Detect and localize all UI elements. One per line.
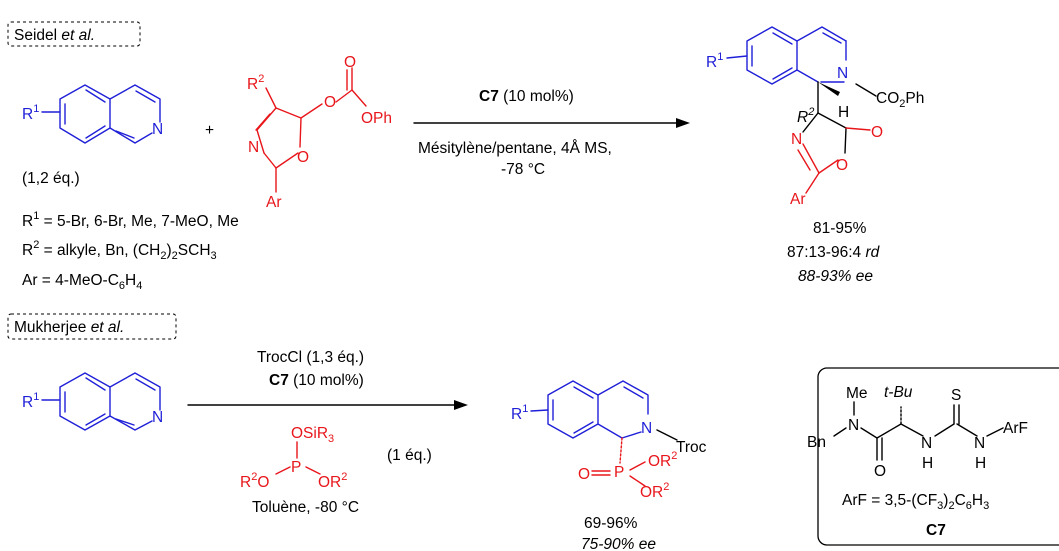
svg-text:O: O — [836, 157, 848, 174]
svg-text:Troc: Troc — [676, 439, 707, 456]
seidel-label: Seidel et al. — [7, 21, 141, 47]
svg-text:Bn: Bn — [807, 434, 826, 451]
svg-text:C7 (10 mol%): C7 (10 mol%) — [479, 88, 574, 105]
svg-text:ArF = 3,5-(CF3)2C6H3: ArF = 3,5-(CF3)2C6H3 — [842, 492, 989, 512]
phosphite-equiv: (1 éq.) — [387, 447, 432, 464]
svg-text:88-93% ee: 88-93% ee — [798, 268, 873, 285]
svg-text:Ar: Ar — [266, 194, 282, 211]
svg-text:OR2: OR2 — [648, 450, 677, 470]
product-top: N R1 CO2Ph H N O O Ar R2 — [706, 26, 924, 208]
mukherjee-label: Mukherjee et al. — [7, 313, 177, 340]
svg-text:S: S — [951, 387, 961, 404]
product-bottom: N R1 Troc P O OR2 OR2 — [511, 380, 707, 501]
svg-text:O: O — [578, 466, 590, 483]
svg-text:H: H — [922, 455, 933, 472]
svg-text:N: N — [921, 435, 932, 452]
svg-text:ArF: ArF — [1003, 420, 1028, 437]
bottom-yield: 69-96% — [584, 515, 638, 532]
svg-text:N: N — [837, 65, 848, 82]
svg-text:R1: R1 — [511, 403, 528, 423]
plus-sign: + — [205, 122, 214, 139]
svg-text:N: N — [791, 131, 802, 148]
svg-text:P: P — [291, 459, 301, 476]
svg-text:R2O: R2O — [240, 471, 269, 491]
catalyst-name: C7 — [926, 522, 946, 539]
svg-text:N: N — [848, 417, 859, 434]
svg-text:t-Bu: t-Bu — [884, 384, 913, 401]
isoquinoline-bottom: N R1 — [22, 372, 163, 431]
svg-text:R1 = 5-Br, 6-Br, Me, 7-MeO, Me: R1 = 5-Br, 6-Br, Me, 7-MeO, Me — [22, 210, 239, 230]
svg-text:N: N — [152, 409, 163, 426]
bottom-reagent: TrocCl (1,3 éq.) — [257, 349, 364, 366]
catalyst-box: Me N Bn O t-Bu N H S N H ArF ArF = 3,5-(… — [807, 367, 1059, 546]
svg-text:OR2: OR2 — [640, 481, 669, 501]
bottom-solvent: Toluène, -80 °C — [252, 499, 359, 516]
svg-text:H: H — [975, 455, 986, 472]
svg-text:C7 (10 mol%): C7 (10 mol%) — [269, 372, 364, 389]
seidel-etal: et al. — [61, 27, 95, 44]
svg-text:P: P — [614, 464, 624, 481]
svg-text:R2: R2 — [247, 73, 264, 93]
svg-text:O: O — [874, 463, 886, 480]
svg-text:OR2: OR2 — [318, 471, 347, 491]
top-yield: 81-95% — [813, 220, 867, 237]
iso-top-n: N — [152, 121, 163, 138]
iso-top-equiv: (1,2 éq.) — [22, 170, 80, 187]
svg-text:75-90% ee: 75-90% ee — [581, 536, 656, 551]
top-solvent: Mésitylène/pentane, 4Å MS, — [418, 140, 612, 157]
svg-text:Me: Me — [846, 385, 868, 402]
svg-text:Ar = 4-MeO-C6H4: Ar = 4-MeO-C6H4 — [22, 272, 142, 292]
svg-text:O: O — [871, 124, 883, 141]
svg-text:OPh: OPh — [361, 110, 392, 127]
oxazolyl-carbonate: R2 N O O O OPh Ar — [247, 54, 392, 211]
svg-text:N: N — [641, 420, 652, 437]
svg-text:Seidel et al.: Seidel et al. — [14, 27, 95, 44]
svg-text:Mukherjee et al.: Mukherjee et al. — [14, 319, 124, 336]
svg-text:R2 = alkyle, Bn, (CH2)2SCH3: R2 = alkyle, Bn, (CH2)2SCH3 — [22, 239, 217, 262]
svg-text:O: O — [297, 149, 309, 166]
silyl-phosphite: OSiR3 P R2O OR2 — [240, 425, 347, 491]
svg-text:N: N — [974, 435, 985, 452]
svg-text:R1: R1 — [22, 391, 39, 411]
svg-text:O: O — [344, 54, 356, 71]
svg-text:Ar: Ar — [790, 191, 806, 208]
top-temp: -78 °C — [501, 161, 545, 178]
svg-text:R1: R1 — [706, 51, 723, 71]
svg-text:H: H — [838, 104, 849, 121]
svg-text:87:13-96:4 rd: 87:13-96:4 rd — [787, 244, 881, 261]
seidel-author: Seidel — [14, 27, 57, 44]
svg-text:N: N — [248, 139, 259, 156]
svg-text:O: O — [324, 94, 336, 111]
isoquinoline-top: N R1 — [22, 84, 163, 144]
svg-text:OSiR3: OSiR3 — [291, 425, 334, 445]
svg-text:R1: R1 — [22, 103, 39, 123]
svg-text:CO2Ph: CO2Ph — [876, 90, 924, 110]
svg-text:R2: R2 — [797, 106, 814, 126]
